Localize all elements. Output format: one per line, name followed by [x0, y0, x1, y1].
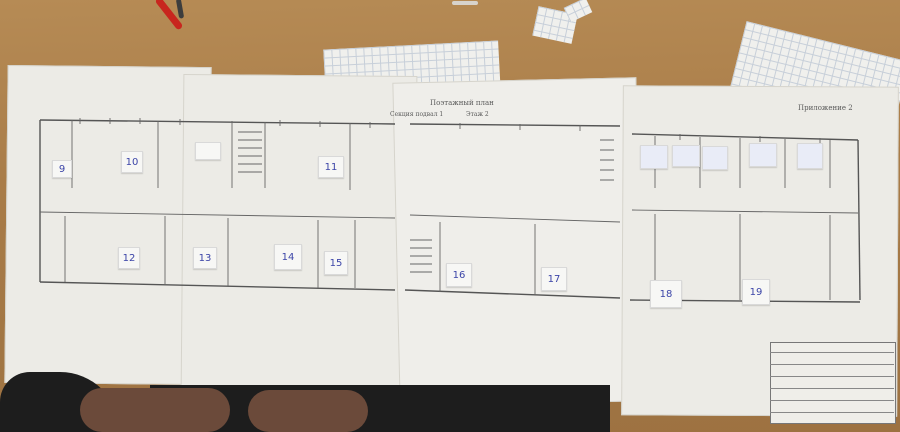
stamp-line	[770, 400, 894, 401]
wall-bottom-left	[39, 281, 396, 291]
pencil	[452, 1, 478, 5]
room-note-14: 14	[274, 244, 302, 270]
handwritten-note	[640, 145, 668, 169]
stamp-line	[770, 388, 894, 389]
plan-section: Секция подвал 1	[390, 111, 444, 118]
stamp-line	[770, 364, 894, 365]
handwritten-note	[749, 143, 777, 167]
appendix-label: Приложение 2	[798, 104, 853, 112]
stamp-line	[770, 376, 894, 377]
room-note-9: 9	[52, 160, 72, 178]
wall-top-middle	[409, 123, 621, 127]
arm	[80, 388, 230, 432]
wall-right	[857, 139, 861, 301]
wall-bottom-middle	[404, 289, 621, 299]
plan-title: Поэтажный план	[430, 99, 494, 107]
room-note-17: 17	[541, 267, 567, 291]
wall-top-right	[631, 133, 859, 141]
room-note-16: 16	[446, 263, 472, 287]
room-note-12: 12	[118, 247, 140, 269]
plan-floor: Этаж 2	[466, 111, 489, 118]
handwritten-note	[672, 145, 700, 167]
room-note-18: 18	[650, 280, 682, 308]
stamp-line	[770, 412, 894, 413]
stamp-line	[770, 352, 894, 353]
room-note-15: 15	[324, 251, 348, 275]
room-note-11: 11	[318, 156, 344, 178]
handwritten-note	[797, 143, 823, 169]
room-note-10: 10	[121, 151, 143, 173]
handwritten-note	[702, 146, 728, 170]
arm	[248, 390, 368, 432]
tape-note	[195, 142, 221, 160]
title-block-stamp	[770, 342, 896, 424]
room-note-13: 13	[193, 247, 217, 269]
room-note-19: 19	[742, 279, 770, 305]
wall-top-left	[39, 119, 396, 125]
